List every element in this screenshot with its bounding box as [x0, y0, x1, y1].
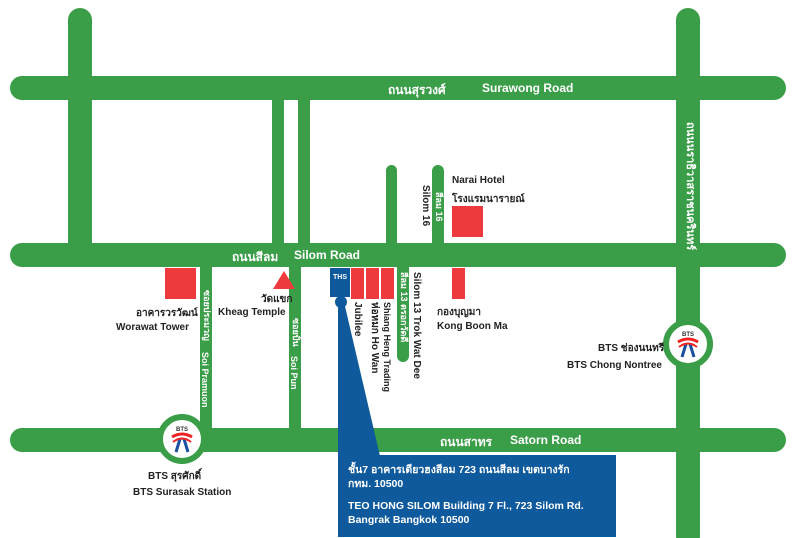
surawong-en-label: Surawong Road [482, 81, 574, 95]
address-thai: ชั้น7 อาคารเตียวฮงสีลม 723 ถนนสีลม เขตบา… [348, 464, 570, 490]
road-soi-b [298, 90, 310, 250]
pun-th-label: ซอยปั้น [291, 318, 301, 347]
temple-en-label: Kheag Temple [218, 307, 286, 318]
road-silom-16-west [386, 165, 397, 250]
temple-th-label: วัดแขก [261, 294, 293, 305]
address-box: ชั้น7 อาคารเตียวฮงสีลม 723 ถนนสีลม เขตบา… [338, 455, 616, 537]
road-soi-a [272, 90, 284, 250]
road-silom-13 [397, 260, 409, 362]
chong-th-label: BTS ช่องนนทรี [598, 343, 665, 354]
narai-th-label: โรงแรมนารายณ์ [452, 194, 525, 205]
worawat-th-label: อาคารวรวัฒน์ [136, 308, 198, 319]
ths-logo: THS [330, 268, 350, 297]
surasak-th-label: BTS สุรศักดิ์ [148, 471, 202, 482]
silom16-th-label: สีลม 16 [434, 192, 444, 222]
temple-triangle-icon [273, 271, 295, 289]
road-silom [10, 243, 786, 267]
road-surawong [10, 76, 786, 100]
jubilee-marker [351, 268, 364, 299]
svg-text:BTS: BTS [176, 427, 188, 433]
surawong-th-label: ถนนสุรวงศ์ [388, 83, 446, 97]
pun-en-label: Soi Pun [289, 356, 299, 390]
bts-surasak-icon: BTS [157, 414, 207, 464]
address-english: TEO HONG SILOM Building 7 Fl., 723 Silom… [348, 500, 584, 526]
narai-hotel-marker [452, 206, 483, 237]
satorn-en-label: Satorn Road [510, 433, 582, 447]
silom-th-label: ถนนสีลม [232, 250, 279, 264]
pramuon-en-label: Soi Pramuon [200, 352, 210, 408]
worawat-tower-marker [165, 268, 196, 299]
road-soi-pun [289, 260, 301, 435]
ho-wan-marker [366, 268, 379, 299]
svg-text:BTS: BTS [682, 332, 694, 338]
narai-en-label: Narai Hotel [452, 175, 505, 186]
bts-chong-nontree-icon: BTS [663, 319, 713, 369]
road-soi-pramuon [200, 260, 212, 435]
road-silom-16 [432, 165, 444, 250]
silom13-en-label: Silom 13 Trok Wat Dee [411, 272, 422, 379]
kong-en-label: Kong Boon Ma [437, 321, 508, 332]
satorn-th-label: ถนนสาทร [440, 435, 493, 449]
shiang-heng-label: Shiang Heng Trading [382, 302, 392, 393]
road-satorn [10, 428, 786, 452]
jubilee-label: Jubilee [352, 302, 363, 337]
silom16-en-label: Silom 16 [420, 185, 431, 227]
kong-boon-ma-marker [452, 268, 465, 299]
pramuon-th-label: ซอยประมวญ [202, 290, 212, 341]
ho-wan-label: ห่อหมก Ho Wan [369, 302, 380, 374]
road-left-vertical [68, 8, 92, 267]
shiang-heng-marker [381, 268, 394, 299]
silom13-th-label: สีลม 13 ตรอกวัดดี [399, 272, 409, 343]
surasak-en-label: BTS Surasak Station [133, 487, 232, 498]
silom-en-label: Silom Road [294, 248, 361, 262]
kong-th-label: กองบุญมา [437, 307, 482, 318]
narathiwat-label: ถนนนราธิวาสราชนครินทร์ [684, 122, 696, 251]
worawat-en-label: Worawat Tower [116, 322, 189, 333]
chong-en-label: BTS Chong Nontree [567, 360, 662, 371]
